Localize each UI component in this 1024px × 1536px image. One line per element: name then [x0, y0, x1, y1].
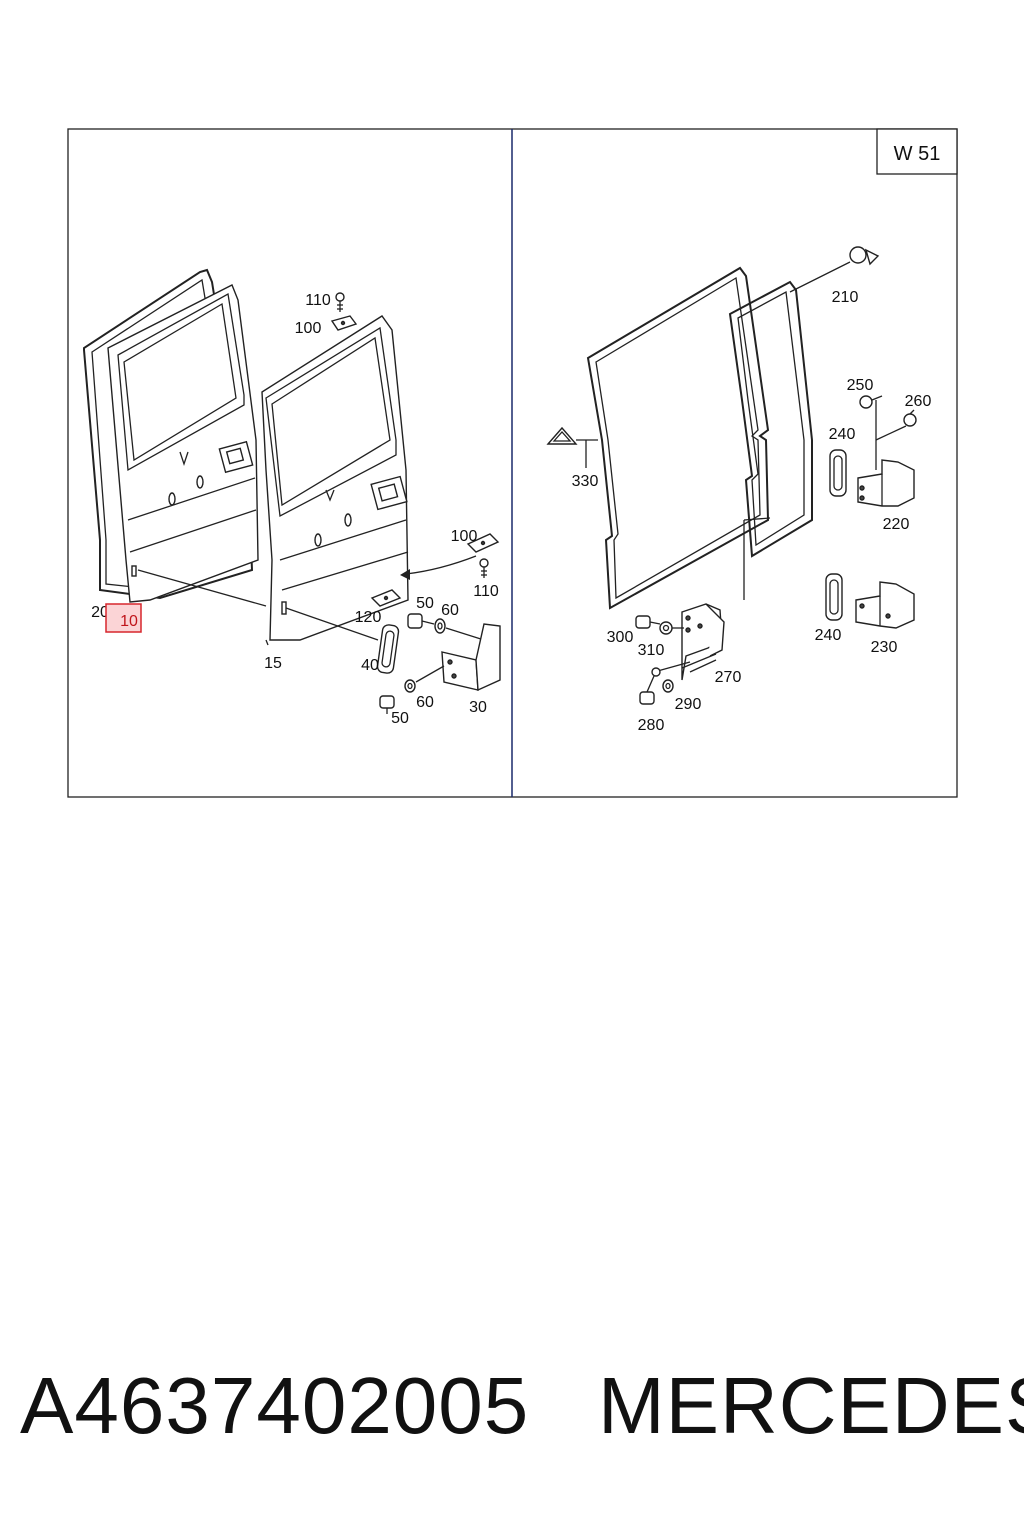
label-40: 40 [361, 657, 379, 674]
plate-100-top [330, 315, 358, 331]
screw-110-right [479, 558, 489, 578]
arrow-head [400, 569, 410, 580]
brand-name: MERCEDES [598, 1361, 1024, 1450]
hinge-220 [857, 459, 915, 507]
label-100-right: 100 [451, 528, 478, 545]
label-230: 230 [871, 639, 898, 656]
footer: A4637402005 MERCEDES [0, 1360, 1024, 1480]
label-30: 30 [469, 699, 487, 716]
label-60-upper: 60 [441, 602, 459, 619]
bolt-250 [859, 395, 883, 409]
bolt-260 [903, 409, 917, 427]
bolt-280 [639, 675, 655, 705]
bolt-300 [635, 615, 661, 629]
hinge-30 [441, 623, 501, 692]
label-310: 310 [638, 642, 665, 659]
window-seal-large [586, 266, 770, 610]
label-60-lower: 60 [416, 694, 434, 711]
label-270: 270 [715, 669, 742, 686]
highlight-part-10[interactable]: 10 [105, 603, 142, 633]
bolt-50-upper [407, 613, 435, 629]
label-10: 10 [120, 613, 138, 630]
door-skin-15 [261, 315, 409, 646]
label-110-top: 110 [305, 292, 331, 309]
sheet-tag-box: W 51 [876, 128, 958, 175]
hinge-230 [855, 581, 915, 629]
seal-pad-240-upper [829, 449, 847, 497]
plate-100-right [466, 533, 500, 553]
door-panel-10 [107, 284, 259, 603]
door-check-270 [681, 517, 771, 681]
label-120: 120 [355, 609, 382, 626]
label-290: 290 [675, 696, 702, 713]
window-seal-small [728, 280, 813, 558]
label-50-upper: 50 [416, 595, 434, 612]
label-240-lower: 240 [815, 627, 842, 644]
part-number: A4637402005 [20, 1361, 530, 1450]
plug-210 [789, 246, 880, 293]
label-250: 250 [847, 377, 874, 394]
label-110-right: 110 [473, 583, 499, 600]
screw-110-top [335, 292, 345, 312]
label-220: 220 [883, 516, 910, 533]
label-330: 330 [572, 473, 599, 490]
label-50-lower: 50 [391, 710, 409, 727]
seal-pad-240-lower [825, 573, 843, 621]
label-15: 15 [264, 655, 282, 672]
washer-290 [662, 679, 674, 693]
label-210: 210 [832, 289, 859, 306]
label-240-upper: 240 [829, 426, 856, 443]
clip-330 [546, 426, 598, 468]
bolt-50-lower [379, 695, 395, 714]
label-100-top: 100 [295, 320, 322, 337]
label-300: 300 [607, 629, 634, 646]
washer-60-lower [404, 679, 416, 693]
washer-60-upper [434, 618, 446, 634]
label-20: 20 [91, 604, 109, 621]
lock-washer-310 [659, 621, 673, 635]
seal-pad-40 [376, 624, 400, 674]
label-280: 280 [638, 717, 665, 734]
sheet-id: W 51 [894, 143, 941, 165]
plate-120 [370, 589, 402, 607]
label-260: 260 [905, 393, 932, 410]
assembly-arrow [405, 555, 477, 575]
